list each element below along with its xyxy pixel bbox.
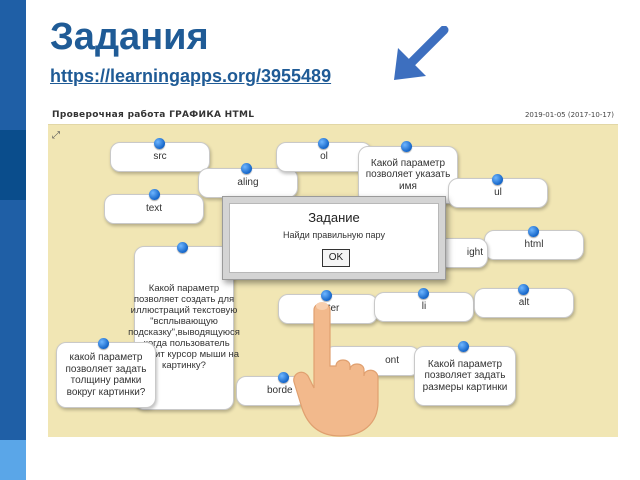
card-label: aling bbox=[237, 177, 259, 189]
match-card-height[interactable]: ight bbox=[438, 238, 488, 268]
match-card-question-size[interactable]: Какой параметр позволяет задать размеры … bbox=[414, 346, 516, 406]
sidebar-segment bbox=[0, 200, 26, 440]
card-label: какой параметр позволяет задать толщину … bbox=[65, 352, 147, 398]
pin-icon bbox=[241, 163, 252, 174]
card-label: text bbox=[145, 203, 163, 215]
card-label: ont bbox=[385, 355, 399, 367]
card-label: ight bbox=[466, 247, 483, 259]
pin-icon bbox=[177, 242, 188, 253]
pin-icon bbox=[458, 341, 469, 352]
pin-icon bbox=[492, 174, 503, 185]
card-label: Какой параметр позволяет указать имя bbox=[365, 157, 451, 192]
card-label: Какой параметр позволяет создать для илл… bbox=[128, 283, 240, 371]
pin-icon bbox=[98, 338, 109, 349]
task-link[interactable]: https://learningapps.org/3955489 bbox=[50, 66, 332, 86]
match-card-question-border[interactable]: какой параметр позволяет задать толщину … bbox=[56, 342, 156, 408]
app-header: Проверочная работа ГРАФИКА HTML 2019-01-… bbox=[48, 106, 618, 124]
pin-icon bbox=[518, 284, 529, 295]
match-card-question-title[interactable]: Какой параметр позволяет создать для илл… bbox=[128, 246, 240, 410]
sidebar-segment bbox=[0, 130, 26, 200]
sidebar-segment bbox=[0, 440, 26, 480]
pin-icon bbox=[318, 138, 329, 149]
expand-icon[interactable]: ⤢ bbox=[52, 130, 60, 141]
dialog-title: Задание bbox=[308, 210, 360, 225]
match-card-alt[interactable]: alt bbox=[474, 288, 574, 318]
match-card-question-name[interactable]: Какой параметр позволяет указать имя bbox=[358, 146, 458, 204]
ok-button[interactable]: OK bbox=[322, 249, 350, 267]
pin-icon bbox=[418, 288, 429, 299]
sidebar-segment bbox=[0, 0, 26, 130]
card-label: li bbox=[421, 301, 427, 313]
card-label: ol bbox=[320, 151, 328, 163]
task-dialog: Задание Найди правильную пару OK bbox=[222, 196, 446, 280]
pin-icon bbox=[278, 372, 289, 383]
card-label: alt bbox=[518, 297, 530, 309]
app-title: Проверочная работа ГРАФИКА HTML bbox=[52, 110, 255, 120]
pin-icon bbox=[154, 138, 165, 149]
card-label: ul bbox=[494, 187, 502, 199]
pin-icon bbox=[401, 141, 412, 152]
pin-icon bbox=[149, 189, 160, 200]
pin-icon bbox=[528, 226, 539, 237]
arrow-down-left-icon bbox=[394, 26, 449, 80]
card-label: src bbox=[153, 151, 167, 163]
pin-icon bbox=[321, 290, 332, 301]
card-label: Какой параметр позволяет задать размеры … bbox=[422, 358, 508, 393]
pointing-hand-icon bbox=[293, 302, 379, 437]
app-date: 2019-01-05 (2017-10-17) bbox=[524, 111, 614, 119]
dialog-body: Задание Найди правильную пару OK bbox=[229, 203, 439, 273]
card-label: borde bbox=[267, 385, 293, 397]
left-sidebar-decoration bbox=[0, 0, 26, 480]
dialog-text: Найди правильную пару bbox=[283, 230, 385, 240]
card-label: html bbox=[524, 239, 544, 251]
slide-title: Задания bbox=[50, 16, 209, 58]
